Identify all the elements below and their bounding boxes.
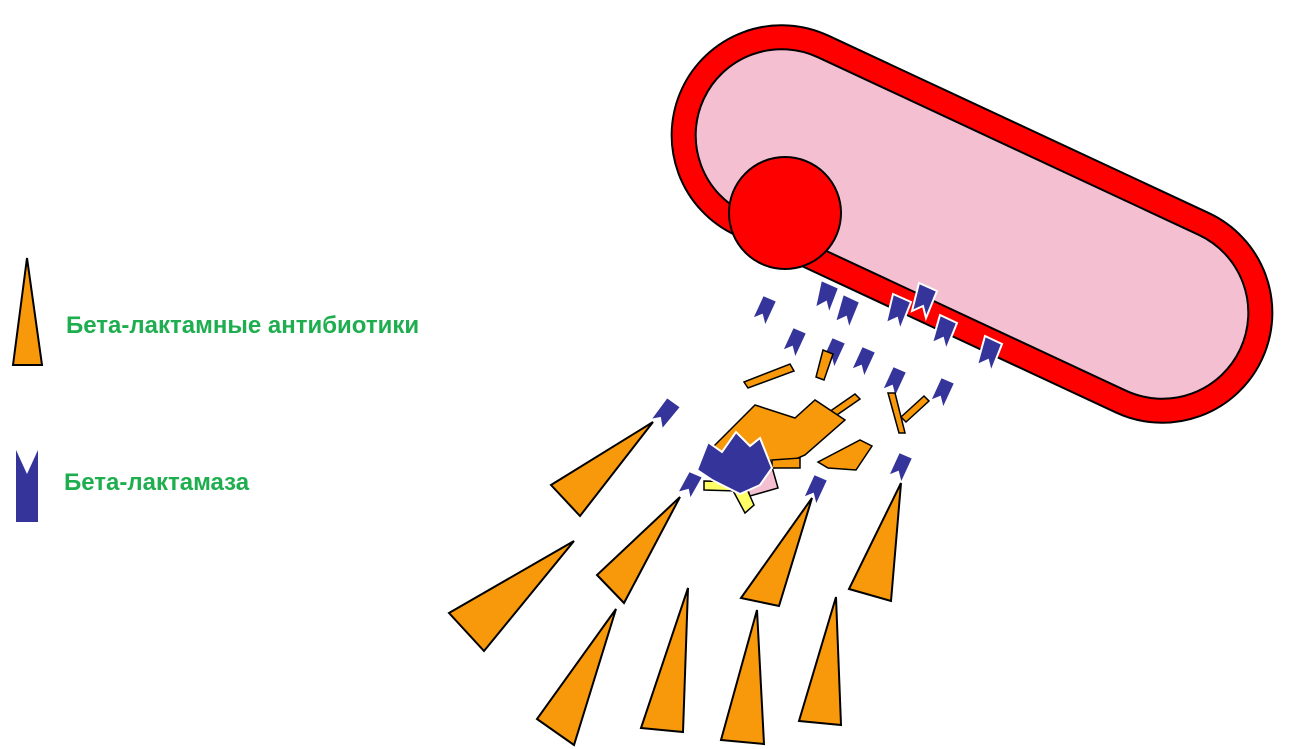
nucleoid bbox=[729, 157, 841, 269]
enzyme-molecule bbox=[888, 452, 913, 484]
antibiotic-legend-icon bbox=[13, 258, 42, 365]
antibiotic-molecules bbox=[449, 422, 901, 745]
antibiotic-molecule bbox=[741, 498, 812, 606]
enzyme-molecule bbox=[851, 346, 876, 378]
antibiotic-fragment bbox=[901, 396, 929, 422]
antibiotic-molecule bbox=[551, 422, 653, 516]
enzyme-molecule bbox=[835, 294, 860, 329]
enzyme-molecule bbox=[650, 397, 681, 430]
enzyme-molecule bbox=[677, 471, 703, 500]
antibiotic-molecule bbox=[721, 610, 764, 744]
enzyme-molecule bbox=[782, 327, 807, 359]
antibiotic-fragment bbox=[818, 440, 872, 470]
antibiotic-molecule bbox=[799, 597, 841, 725]
antibiotic-molecule bbox=[641, 588, 688, 732]
antibiotic-fragment bbox=[772, 458, 800, 468]
antibiotic-molecule bbox=[537, 609, 616, 745]
antibiotic-fragment bbox=[744, 364, 794, 388]
antibiotic-legend-label: Бета-лактамные антибиотики bbox=[66, 312, 419, 339]
antibiotic-molecule bbox=[849, 483, 901, 601]
enzyme-legend-icon bbox=[16, 450, 38, 522]
antibiotic-fragment bbox=[888, 393, 905, 433]
enzyme-molecule bbox=[803, 474, 828, 506]
legend: Бета-лактамные антибиотики Бета-лактамаз… bbox=[13, 258, 419, 522]
antibiotic-fragment bbox=[816, 350, 833, 380]
enzyme-molecule bbox=[815, 280, 839, 314]
antibiotic-molecule bbox=[449, 541, 574, 651]
enzyme-molecule bbox=[930, 377, 955, 409]
antibiotic-molecule bbox=[597, 497, 680, 603]
enzyme-molecule bbox=[752, 295, 777, 327]
enzyme-legend-label: Бета-лактамаза bbox=[64, 469, 250, 496]
